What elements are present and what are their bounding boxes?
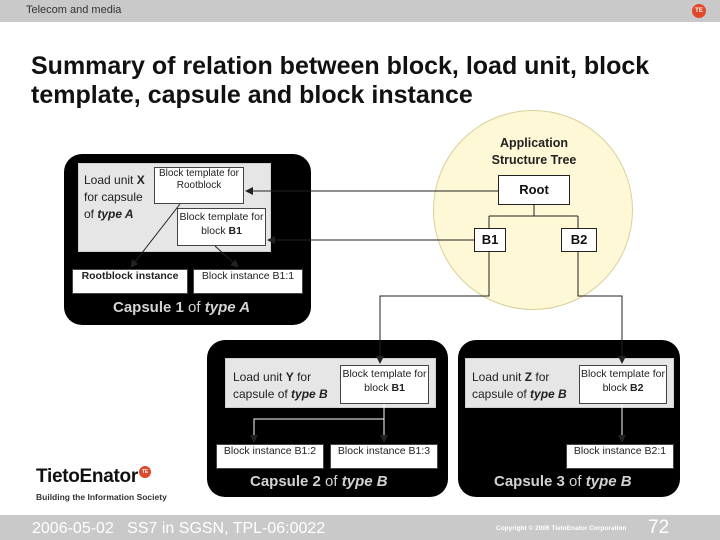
top-bar: Telecom and media TE (0, 0, 720, 22)
block-instance-b1-1: Block instance B1:1 (193, 269, 303, 294)
block-instance-b1-2: Block instance B1:2 (216, 444, 324, 469)
logo-tagline: Building the Information Society (36, 492, 167, 502)
template-block-b2: Block template for block B2 (579, 365, 667, 404)
tree-node-b1: B1 (474, 228, 506, 252)
footer-copyright: Copyright © 2006 TietoEnator Corporation (496, 525, 627, 532)
load-unit-x-label: Load unit X for capsule of type A (84, 173, 145, 221)
capsule-2-caption: Capsule 2 of type B (250, 473, 388, 490)
capsule-3-caption: Capsule 3 of type B (494, 473, 632, 490)
application-structure-tree (433, 110, 633, 310)
template-block-b1-capsule-2: Block template for block B1 (340, 365, 429, 404)
arrow-template-to-b1-1 (214, 245, 239, 268)
arrow-b1-to-template-c2 (376, 252, 490, 364)
arrow-template-to-rootblock-instance (130, 203, 181, 268)
page-number: 72 (648, 517, 670, 538)
footer-date-course: 2006-05-02 SS7 in SGSN, TPL-06:0022 (32, 520, 326, 537)
logo-badge-icon: TE (138, 466, 151, 478)
capsule-1-caption: Capsule 1 of type A (113, 299, 251, 316)
tree-node-root: Root (498, 175, 570, 205)
block-instance-b1-3: Block instance B1:3 (330, 444, 438, 469)
slide-title: Summary of relation between block, load … (31, 52, 650, 109)
arrow-b2-to-template-c3 (577, 252, 626, 364)
template-block-b1: Block template for block B1 (177, 208, 266, 246)
logo-name: TietoEnator (36, 466, 138, 487)
template-rootblock: Block template for Rootblock (154, 167, 244, 204)
load-unit-y-label: Load unit Y for capsule of type B (233, 370, 328, 401)
block-instance-b2-1: Block instance B2:1 (566, 444, 674, 469)
te-logo-icon: TE (692, 4, 706, 18)
section-label: Telecom and media (26, 4, 122, 16)
arrow-template-to-b1-2 (250, 404, 385, 443)
rootblock-instance: Rootblock instance (72, 269, 188, 294)
footer-bar: 2006-05-02 SS7 in SGSN, TPL-06:0022 Copy… (0, 515, 720, 540)
load-unit-z-label: Load unit Z for capsule of type B (472, 370, 567, 401)
tree-node-b2: B2 (561, 228, 597, 252)
tree-label: Application Structure Tree (491, 136, 577, 167)
